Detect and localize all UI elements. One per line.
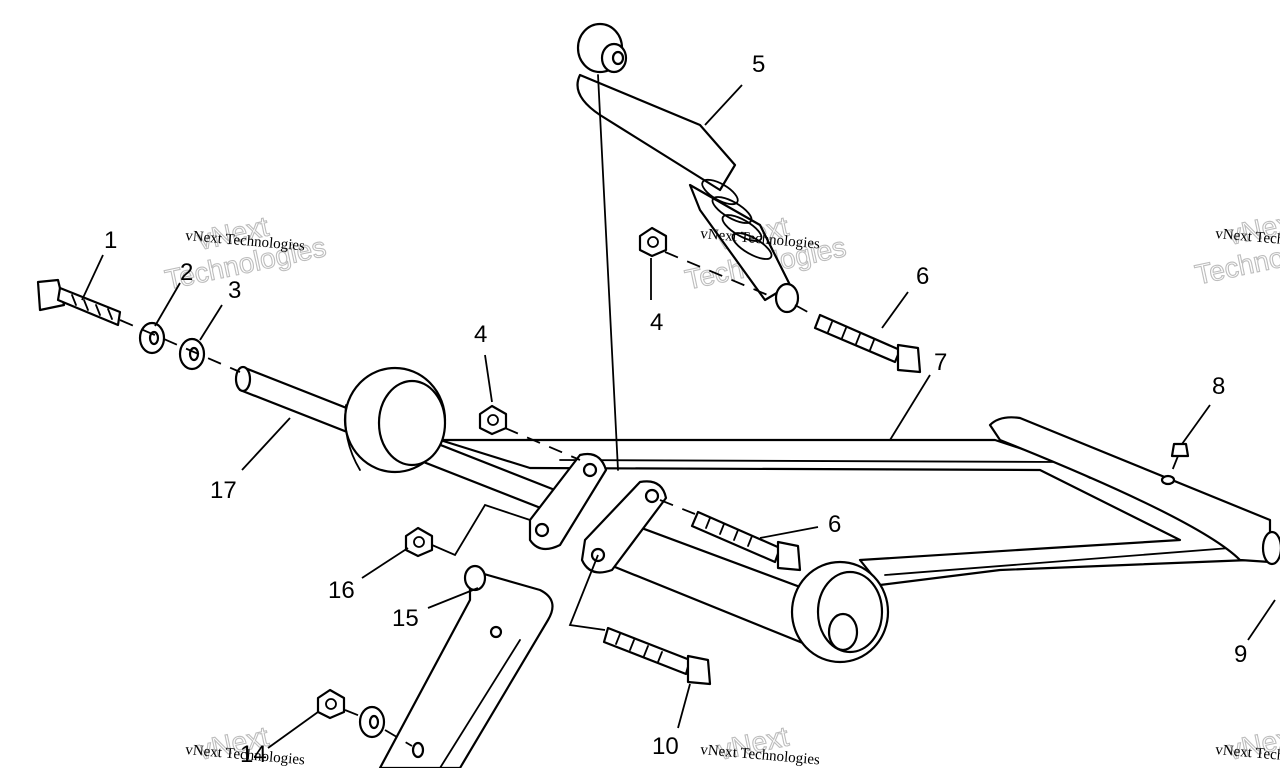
part-4-nut-lower [478, 404, 508, 436]
callout-1: 1 [104, 227, 117, 254]
callout-17: 17 [210, 477, 237, 504]
part-2-washer [138, 321, 166, 355]
part-15-link-arm [378, 564, 554, 768]
callout-7: 7 [934, 349, 947, 376]
callout-leaders [81, 84, 1276, 749]
assembly-lines [119, 251, 1179, 747]
callout-10: 10 [652, 733, 679, 760]
callout-15: 15 [392, 605, 419, 632]
part-6-bolt-lower [690, 510, 802, 572]
callout-2: 2 [180, 259, 193, 286]
callout-6-lower: 6 [828, 511, 841, 538]
part-7-a-arm [438, 416, 1280, 587]
callout-14: 14 [240, 741, 267, 768]
bushing-housing-left [343, 366, 447, 474]
part-1-bolt [36, 278, 122, 327]
callout-4-lower: 4 [474, 321, 487, 348]
part-6-bolt-upper [813, 313, 922, 374]
callout-6-upper: 6 [916, 263, 929, 290]
part-3-washer [178, 337, 206, 371]
part-4-nut-upper [638, 226, 668, 258]
callout-16: 16 [328, 577, 355, 604]
callout-5: 5 [752, 51, 765, 78]
mounting-bracket-front [528, 452, 608, 551]
watermark-brand-line: vNext Technologies [1215, 742, 1280, 768]
part-10-bolt [602, 626, 712, 686]
callout-4-upper: 4 [650, 309, 663, 336]
callout-labels: 1 2 3 4 4 5 6 6 7 8 9 10 14 15 16 17 [104, 51, 1247, 768]
part-5-shock-absorber [576, 22, 800, 471]
callout-8: 8 [1212, 373, 1225, 400]
callout-3: 3 [228, 277, 241, 304]
part-16-nut [404, 526, 434, 558]
part-14-washer [358, 705, 425, 759]
part-14-nut [316, 688, 346, 720]
callout-9: 9 [1234, 641, 1247, 668]
mounting-bracket-rear [580, 480, 668, 574]
